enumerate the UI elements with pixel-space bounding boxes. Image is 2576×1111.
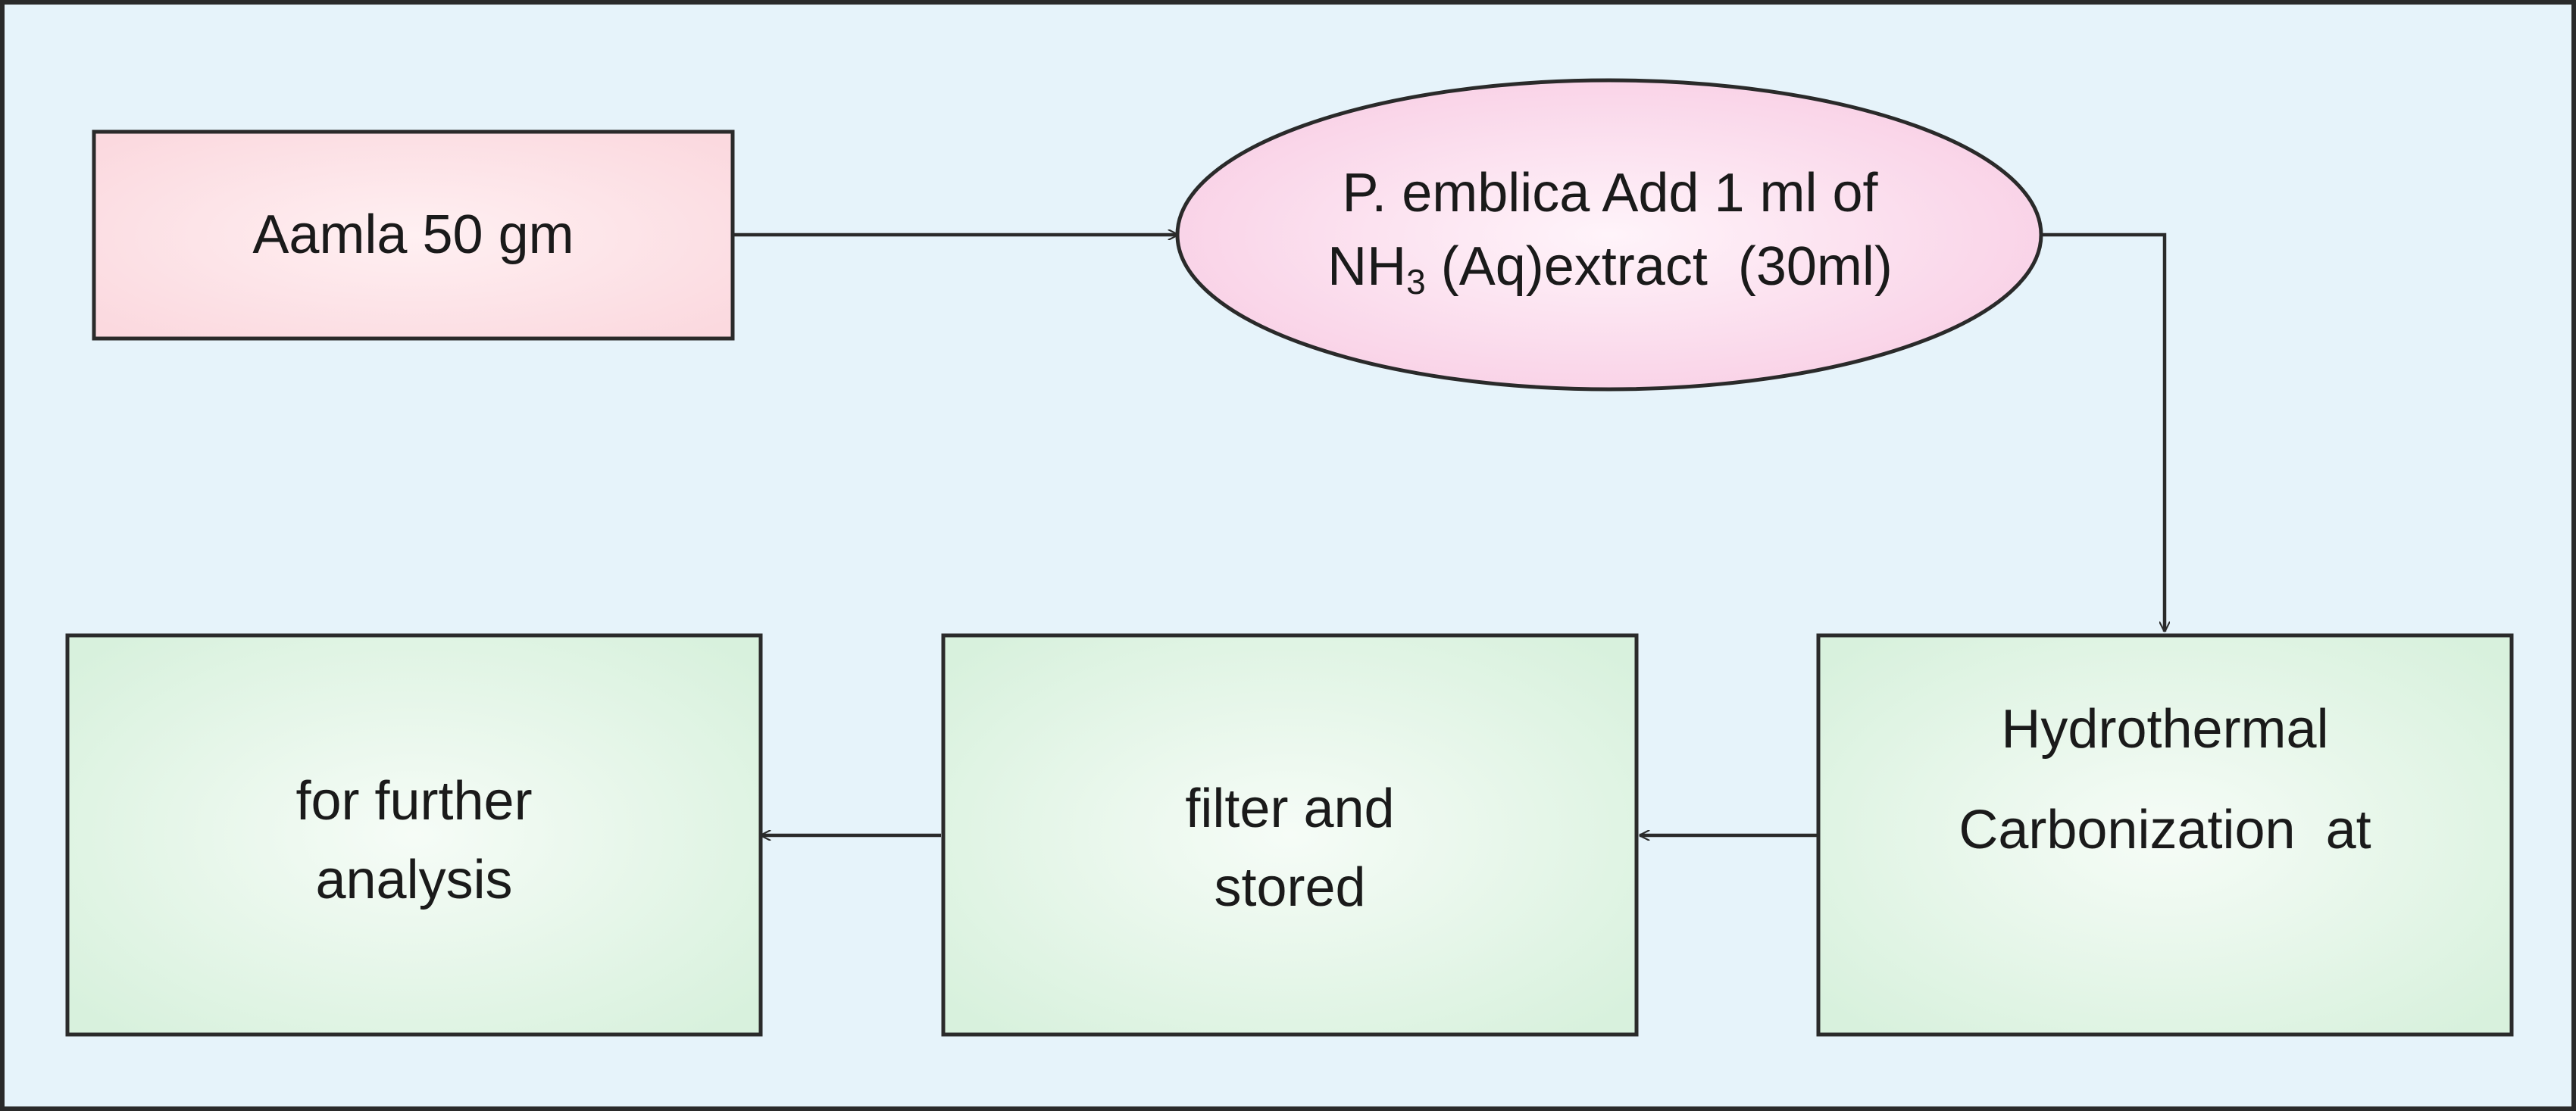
node-aamla-label: Aamla 50 gm	[94, 132, 733, 339]
extract-formula-subscript: 3	[1406, 262, 1426, 302]
aamla-text: Aamla 50 gm	[252, 204, 574, 266]
node-aamla	[92, 130, 735, 341]
extract-formula-nh: NH	[1327, 236, 1407, 298]
extract-formula-rest: (Aq)extract (30ml)	[1425, 236, 1893, 298]
extract-text-line2: NH3 (Aq)extract (30ml)	[1327, 230, 1893, 305]
node-filter	[941, 633, 1639, 1037]
analysis-text-line2: analysis	[315, 850, 513, 910]
node-hydrothermal	[1816, 633, 2514, 1037]
hydrothermal-text-line2: Carbonization at	[1959, 800, 2371, 860]
node-hydrothermal-label: Hydrothermal Carbonization at	[1818, 666, 2512, 894]
node-analysis	[65, 633, 763, 1037]
analysis-text-line1: for further	[295, 770, 533, 832]
node-analysis-label: for further analysis	[67, 738, 761, 943]
hydrothermal-text-line1: Hydrothermal	[2001, 698, 2329, 760]
arrow-extract-to-hydrothermal	[2042, 232, 2165, 632]
node-extract	[1175, 78, 2043, 392]
filter-text-line2: stored	[1214, 857, 1366, 918]
node-extract-label: P. emblica Add 1 ml of NH3 (Aq)extract (…	[1212, 129, 2008, 333]
filter-text-line1: filter and	[1185, 778, 1395, 839]
node-filter-label: filter and stored	[943, 746, 1637, 950]
extract-text-line1: P. emblica Add 1 ml of	[1342, 162, 1878, 223]
